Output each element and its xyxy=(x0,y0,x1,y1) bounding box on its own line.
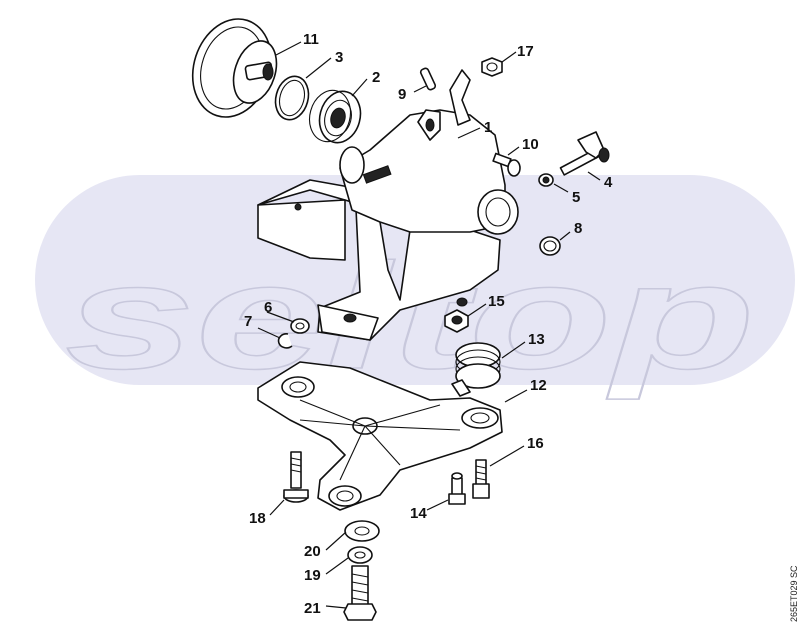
part-bearing xyxy=(308,89,362,144)
callout-15: 15 xyxy=(488,293,505,310)
drawing-code: 265ET029 SC xyxy=(789,565,799,622)
callout-1: 1 xyxy=(484,119,492,136)
part-circlip xyxy=(274,75,310,121)
part-tensioner xyxy=(559,131,610,176)
part-av-plate xyxy=(257,361,503,511)
callout-16: 16 xyxy=(527,435,544,452)
callout-7: 7 xyxy=(244,313,252,330)
callout-3: 3 xyxy=(335,49,343,66)
part-nut-small xyxy=(481,57,503,77)
part-nut-15 xyxy=(444,309,469,333)
part-pin xyxy=(419,67,437,91)
part-screw-18 xyxy=(283,451,309,503)
part-washer-20 xyxy=(344,520,380,542)
part-clutch-drum xyxy=(191,18,278,118)
part-clip xyxy=(539,236,561,256)
callout-20: 20 xyxy=(304,543,321,560)
callout-17: 17 xyxy=(517,43,534,60)
callout-11: 11 xyxy=(303,31,319,48)
part-washer-19 xyxy=(347,546,373,564)
callout-9: 9 xyxy=(398,86,406,103)
leader-lines xyxy=(257,41,601,609)
part-housing xyxy=(257,69,519,341)
callout-2: 2 xyxy=(372,69,380,86)
part-ring-7 xyxy=(277,333,293,349)
callout-4: 4 xyxy=(604,174,613,191)
part-spring-small xyxy=(538,173,554,187)
callout-19: 19 xyxy=(304,567,321,584)
callout-21: 21 xyxy=(304,600,321,617)
callout-8: 8 xyxy=(574,220,582,237)
callout-6: 6 xyxy=(264,299,272,316)
part-bolt-21 xyxy=(343,565,377,621)
callout-12: 12 xyxy=(530,377,547,394)
part-screw-14 xyxy=(448,472,466,505)
callout-14: 14 xyxy=(410,505,427,522)
part-screw-10 xyxy=(492,152,521,177)
callout-18: 18 xyxy=(249,510,266,527)
callout-13: 13 xyxy=(528,331,545,348)
part-spring-large xyxy=(451,342,501,397)
part-washer-6 xyxy=(290,318,310,334)
callout-10: 10 xyxy=(522,136,539,153)
callout-5: 5 xyxy=(572,189,580,206)
part-screw-16 xyxy=(472,459,490,499)
